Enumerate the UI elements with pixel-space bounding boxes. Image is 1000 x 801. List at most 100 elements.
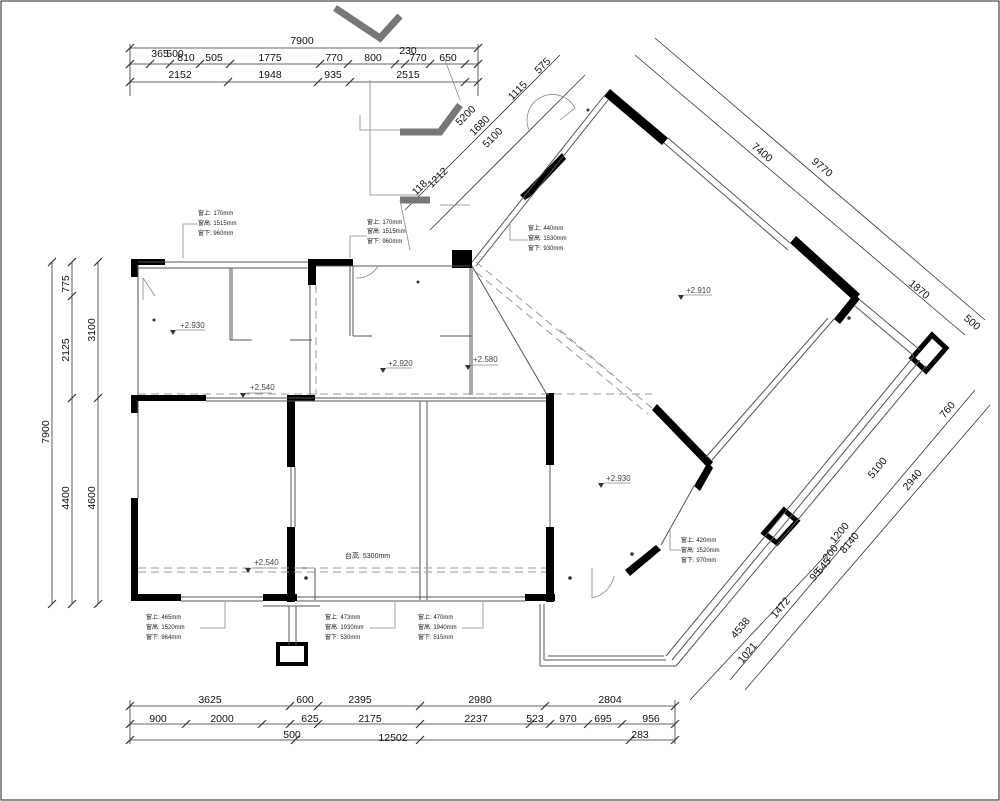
dim-left-inner-3: 4400 <box>60 486 72 510</box>
dim-bottom-row2-2: 2000 <box>210 713 234 725</box>
note-7-line-2: 窗高: 1940mm <box>418 623 457 631</box>
dimension-tick <box>257 719 267 729</box>
note-2-line-1: 窗上: 170mm <box>367 218 402 226</box>
note-2-line-3: 窗下: 960mm <box>367 237 402 245</box>
dimension-tick <box>540 701 550 711</box>
dim-top-5: 1775 <box>258 52 282 64</box>
door-swings <box>142 94 615 599</box>
dimension-tick <box>181 719 191 729</box>
dim-diag-br-2: 1472 <box>769 595 793 621</box>
dim-bottom-row2-5: 2237 <box>464 713 488 725</box>
note-1-line-1: 窗上: 170mm <box>198 209 233 217</box>
note-7-line-1: 窗上: 470mm <box>418 613 453 621</box>
diagonal-dimension-upper-left: 5200 1680 1115 575 5100 1212 118 <box>404 54 586 231</box>
dimension-tick <box>460 59 470 69</box>
dim-bottom-row2-8: 695 <box>594 713 612 725</box>
dimension-tick <box>313 77 323 87</box>
dim-diag-ur-3: 1870 <box>906 278 932 302</box>
top-dimension-chain: 7900 365 500 810 505 1775 770 800 230 77… <box>125 35 483 96</box>
dim-bottom-extra-2: 283 <box>631 729 649 741</box>
level-corridor: +2.580 <box>473 355 498 364</box>
dimension-tick <box>473 59 483 69</box>
dimension-tick <box>290 735 300 745</box>
note-5-line-3: 窗下: 964mm <box>146 633 181 641</box>
dimension-tick <box>670 719 680 729</box>
dim-bottom-2: 600 <box>296 694 314 706</box>
dim-left-outer-1: 3100 <box>86 318 98 342</box>
upper-stair-structure <box>333 5 470 251</box>
note-1-line-3: 窗下: 960mm <box>198 229 233 237</box>
dimension-tick <box>195 59 205 69</box>
note-1-line-2: 窗高: 1515mm <box>198 219 237 227</box>
level-bottom: +2.540 <box>254 558 279 567</box>
dimension-tick <box>415 719 425 729</box>
level-bedroom-1: +2.930 <box>180 321 205 330</box>
dim-top-total: 7900 <box>290 35 314 47</box>
dimension-tick <box>125 59 135 69</box>
dim-bottom-row2-6: 523 <box>526 713 544 725</box>
dim-bottom-3: 2395 <box>348 694 372 706</box>
dim-top-row2-1: 2152 <box>168 69 192 81</box>
dimension-tick <box>617 719 627 729</box>
dim-top-2: 500 <box>166 48 184 60</box>
dimension-tick <box>625 735 635 745</box>
level-bedroom-2: +2.920 <box>388 359 413 368</box>
dim-bottom-4: 2980 <box>468 694 492 706</box>
dim-top-row2-3: 935 <box>324 69 342 81</box>
dimension-tick <box>670 735 680 745</box>
dimension-tick <box>125 77 135 87</box>
dimension-tick <box>313 719 323 729</box>
dimension-tick <box>165 59 175 69</box>
dim-diag-br-3: 1021 <box>736 640 760 666</box>
dim-bottom-1: 3625 <box>198 694 222 706</box>
dimension-tick <box>473 43 483 53</box>
dim-top-row2-4: 2515 <box>396 69 420 81</box>
dim-top-6: 770 <box>325 52 343 64</box>
dim-bottom-row2-7: 970 <box>559 713 577 725</box>
dashed-beam-lines <box>138 261 653 573</box>
dimension-tick <box>670 701 680 711</box>
dimension-tick <box>425 59 435 69</box>
level-corridor-2: +2.540 <box>250 383 275 392</box>
dim-bottom-row2-9: 956 <box>642 713 660 725</box>
left-dimension-chain: 7900 3100 4600 775 2125 4400 <box>40 257 103 609</box>
dim-diag-ul-3: 1115 <box>506 79 530 103</box>
dim-left-total: 7900 <box>40 420 52 444</box>
counter-height-label: 台高: 5300mm <box>345 551 390 560</box>
dimension-tick <box>125 701 135 711</box>
dim-diag-ur-2: 9770 <box>809 156 835 180</box>
dimension-tick <box>225 59 235 69</box>
note-6-line-1: 窗上: 473mm <box>325 613 360 621</box>
dim-top-7: 800 <box>364 52 382 64</box>
dim-top-4: 505 <box>205 52 223 64</box>
dim-bottom-row2-3: 625 <box>301 713 319 725</box>
dimension-tick <box>343 59 353 69</box>
dim-top-row2-2: 1948 <box>258 69 282 81</box>
note-3-line-1: 窗上: 440mm <box>528 224 563 232</box>
dimension-tick <box>285 719 295 729</box>
window-notes: 窗上: 170mm 窗高: 1515mm 窗下: 960mm 窗上: 170mm… <box>146 209 720 641</box>
dimension-tick <box>125 735 135 745</box>
dimension-tick <box>583 719 593 729</box>
dim-top-8: 230 <box>399 45 417 57</box>
note-3-line-3: 窗下: 930mm <box>528 244 563 252</box>
dim-top-10: 650 <box>439 52 457 64</box>
dimension-tick <box>415 701 425 711</box>
dim-diag-r-2: 2940 <box>901 467 925 493</box>
dimension-tick <box>400 59 410 69</box>
dimension-tick <box>545 719 555 729</box>
dim-diag-ul-4: 575 <box>532 55 553 76</box>
dimension-tick <box>315 59 325 69</box>
level-markers: +2.930 +2.920 +2.580 +2.540 +2.910 +2.93… <box>170 286 712 573</box>
dimension-tick <box>390 59 400 69</box>
dim-bottom-extra-1: 500 <box>283 729 301 741</box>
diagonal-dimension-bottom-right: 4538 1472 1021 <box>689 539 841 701</box>
dimension-tick <box>525 719 535 729</box>
note-4-line-2: 窗高: 1520mm <box>681 546 720 554</box>
note-6-line-2: 窗高: 1930mm <box>325 623 364 631</box>
dim-top-9: 770 <box>409 52 427 64</box>
dim-bottom-row2-1: 900 <box>149 713 167 725</box>
dim-top-1: 365 <box>151 48 169 60</box>
dim-left-inner-1: 775 <box>60 275 72 293</box>
